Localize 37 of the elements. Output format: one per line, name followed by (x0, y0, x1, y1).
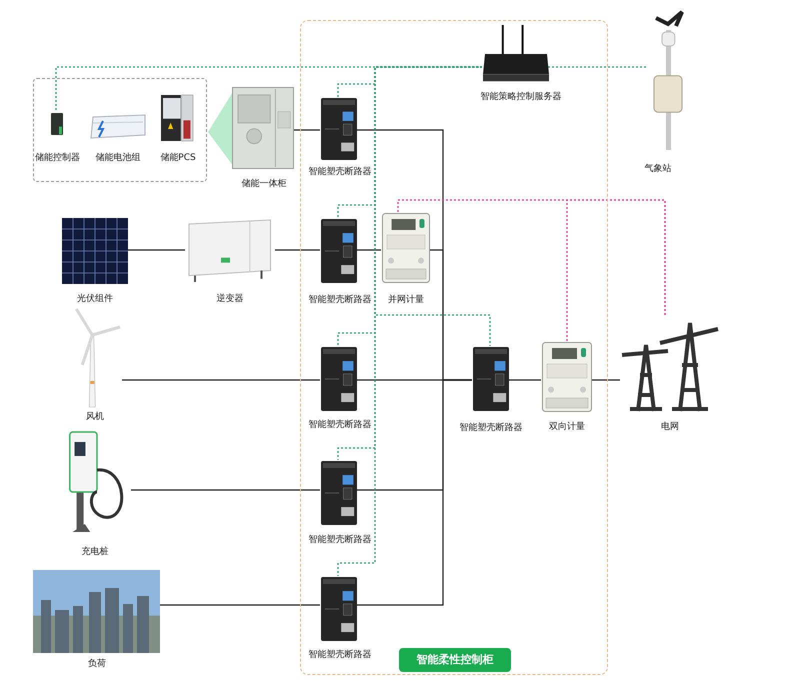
device-label: 储能控制器 (35, 152, 79, 164)
device-label: 智能塑壳断路器 (308, 419, 372, 431)
cabinet-title-badge: 智能柔性控制柜 (399, 648, 511, 672)
device-label: 智能塑壳断路器 (308, 649, 372, 661)
signal-line (548, 66, 648, 68)
device-label: 风机 (85, 411, 105, 423)
power-line (356, 379, 472, 606)
control-cabinet-frame (300, 20, 608, 675)
power-line (128, 249, 185, 251)
device-label: 光伏组件 (76, 293, 114, 305)
power-line (122, 379, 320, 381)
device-label: 智能塑壳断路器 (308, 294, 372, 306)
power-line (356, 249, 381, 251)
power-line (131, 489, 320, 491)
power-line (508, 379, 541, 381)
power-line (294, 129, 320, 131)
device-label: 气象站 (644, 163, 672, 175)
signal-line (337, 66, 482, 576)
device-label: 电网 (660, 421, 680, 433)
device-label: 储能PCS (159, 152, 197, 164)
device-label: 智能塑壳断路器 (308, 166, 372, 178)
signal-line (55, 66, 482, 110)
device-label: 智能策略控制服务器 (480, 91, 562, 103)
device-label: 储能一体柜 (240, 178, 288, 190)
device-label: 逆变器 (216, 293, 244, 305)
device-label: 并网计量 (387, 294, 425, 306)
power-line (275, 249, 320, 251)
device-label: 负荷 (87, 658, 107, 670)
device-label: 充电桩 (80, 546, 110, 558)
power-line (160, 604, 320, 606)
power-line (591, 379, 620, 381)
device-label: 储能电池组 (94, 152, 142, 164)
signal-line (566, 199, 666, 341)
device-label: 智能塑壳断路器 (458, 422, 524, 434)
device-label: 双向计量 (548, 421, 586, 433)
device-group-frame (33, 78, 207, 182)
device-label: 智能塑壳断路器 (308, 534, 372, 546)
